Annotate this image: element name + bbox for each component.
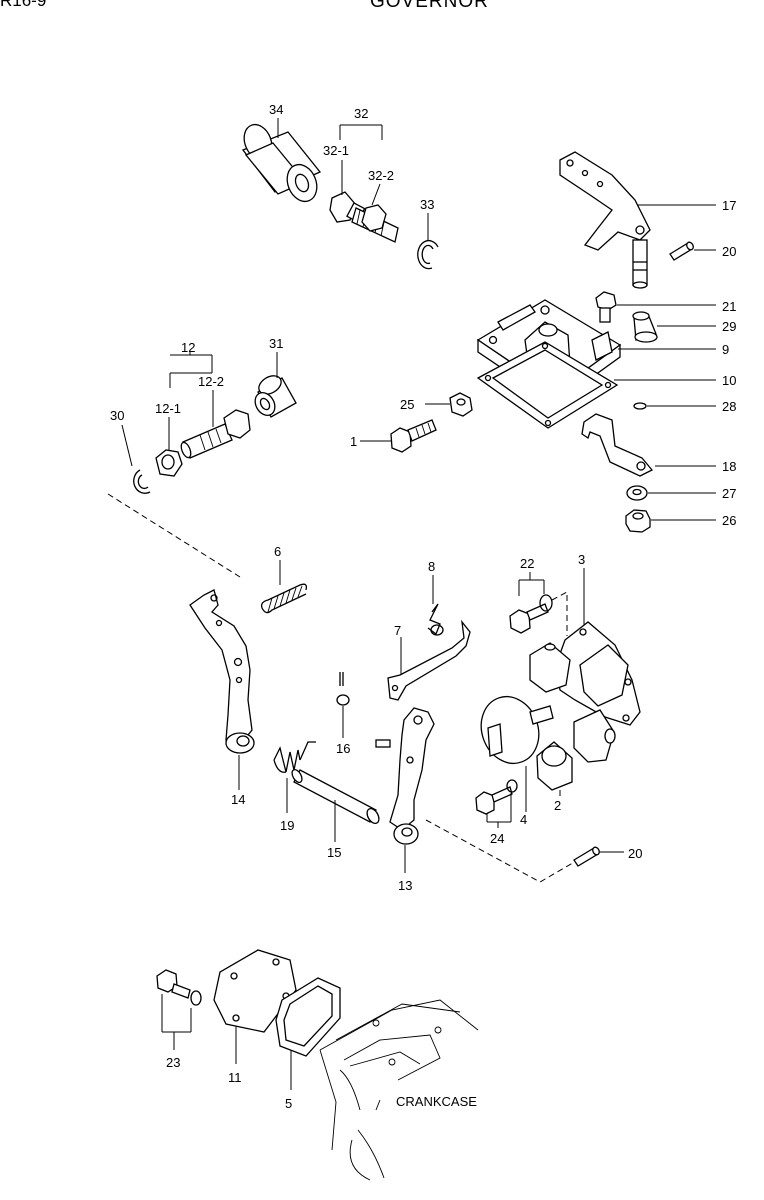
label-8: 8 [428, 559, 435, 574]
part-31-bushing[interactable] [251, 372, 297, 419]
part-26-nut[interactable] [625, 509, 651, 533]
label-15: 15 [327, 845, 341, 860]
crankcase-body [319, 999, 479, 1181]
part-23-bolt[interactable] [156, 969, 202, 1006]
label-18: 18 [722, 459, 736, 474]
part-15-shaft[interactable] [290, 768, 381, 825]
label-32: 32 [354, 106, 368, 121]
label-25: 25 [400, 397, 414, 412]
label-1: 1 [350, 434, 357, 449]
part-8-spring-clip[interactable] [427, 603, 444, 636]
label-21: 21 [722, 299, 736, 314]
part-20-pin-top[interactable] [669, 241, 695, 261]
part-19-spring[interactable] [273, 741, 316, 773]
part-28-o-ring[interactable] [633, 402, 647, 410]
label-2: 2 [554, 798, 561, 813]
part-17-lever-shaft[interactable] [559, 151, 651, 289]
label-12-1: 12-1 [155, 401, 181, 416]
page-code: R16-9 [0, 0, 47, 10]
label-13: 13 [398, 878, 412, 893]
part-16-circlip[interactable] [336, 672, 350, 706]
part-32-adjust-screw[interactable] [329, 191, 399, 243]
label-12: 12 [181, 340, 195, 355]
part-20-pin-bottom[interactable] [573, 846, 601, 867]
label-14: 14 [231, 792, 245, 807]
part-30-snap-ring[interactable] [133, 469, 151, 494]
label-29: 29 [722, 319, 736, 334]
part-7-link-rod[interactable] [387, 619, 471, 701]
label-33: 33 [420, 197, 434, 212]
part-6-spring[interactable] [260, 583, 308, 614]
label-34: 34 [269, 102, 283, 117]
label-17: 17 [722, 198, 736, 213]
label-20-top: 20 [722, 244, 736, 259]
label-28: 28 [722, 399, 736, 414]
label-23: 23 [166, 1055, 180, 1070]
part-33-snap-ring[interactable] [417, 240, 439, 270]
label-19: 19 [280, 818, 294, 833]
label-7: 7 [394, 623, 401, 638]
label-20-bottom: 20 [628, 846, 642, 861]
part-4-sleeve[interactable] [472, 688, 554, 771]
label-31: 31 [269, 336, 283, 351]
part-21-plug[interactable] [595, 291, 617, 323]
part-1-bolt[interactable] [390, 419, 437, 453]
label-27: 27 [722, 486, 736, 501]
label-12-2: 12-2 [198, 374, 224, 389]
label-32-2: 32-2 [368, 168, 394, 183]
part-3-weight-holder[interactable] [529, 621, 641, 763]
label-9: 9 [722, 342, 729, 357]
part-2-weight[interactable] [536, 741, 573, 791]
crankcase-label: CRANKCASE [396, 1094, 477, 1109]
label-5: 5 [285, 1096, 292, 1111]
part-34-sleeve[interactable] [239, 120, 322, 205]
label-10: 10 [722, 373, 736, 388]
part-29-seal-cap[interactable] [632, 311, 658, 343]
part-5-gasket[interactable] [275, 977, 341, 1057]
label-6: 6 [274, 544, 281, 559]
label-32-1: 32-1 [323, 143, 349, 158]
part-12-adjuster[interactable] [155, 409, 251, 477]
label-4: 4 [520, 812, 527, 827]
label-22: 22 [520, 556, 534, 571]
page-title: GOVERNOR [370, 0, 489, 12]
part-25-nut[interactable] [449, 392, 473, 417]
part-13-fork-lever[interactable] [375, 707, 435, 845]
part-10-gasket[interactable] [476, 341, 619, 429]
label-16: 16 [336, 741, 350, 756]
label-30: 30 [110, 408, 124, 423]
label-24: 24 [490, 831, 504, 846]
part-18-link-lever[interactable] [581, 413, 654, 477]
part-14-governor-lever[interactable] [189, 589, 255, 754]
label-26: 26 [722, 513, 736, 528]
part-24-bolt[interactable] [475, 779, 518, 815]
label-3: 3 [578, 552, 585, 567]
part-22-bolt[interactable] [509, 594, 553, 634]
part-27-washer[interactable] [626, 485, 648, 501]
label-11: 11 [228, 1070, 242, 1085]
